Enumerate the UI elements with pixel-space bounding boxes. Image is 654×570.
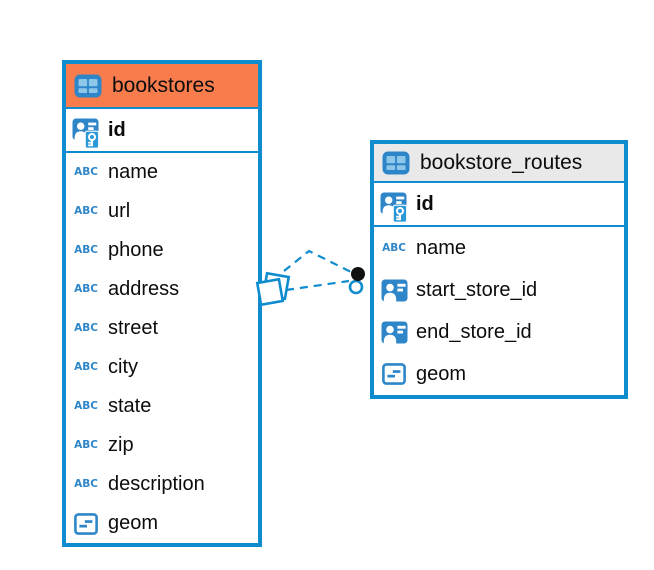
column-name: geom — [108, 512, 159, 534]
column-row[interactable]: ABC name — [66, 153, 258, 192]
text-type-icon: ABC — [74, 166, 98, 179]
column-name: name — [416, 236, 467, 259]
column-name: zip — [108, 434, 134, 456]
column-row[interactable]: id — [66, 109, 258, 153]
text-type-icon: ABC — [382, 241, 406, 254]
table-icon — [380, 151, 412, 175]
column-row[interactable]: ABC city — [66, 348, 258, 387]
target-circle-handle[interactable] — [348, 279, 364, 295]
column-name: start_store_id — [416, 278, 538, 301]
column-name: city — [108, 356, 138, 378]
column-name: id — [108, 118, 126, 141]
table-title: bookstores — [112, 73, 215, 97]
column-name: state — [108, 395, 152, 417]
text-type-icon: ABC — [74, 361, 98, 374]
table-bookstores-header[interactable]: bookstores — [66, 64, 258, 109]
text-type-icon: ABC — [74, 439, 98, 452]
table-icon — [72, 74, 104, 98]
column-name: street — [108, 317, 159, 339]
column-row[interactable]: ABC zip — [66, 426, 258, 465]
column-row[interactable]: ABC name — [374, 227, 624, 269]
column-row[interactable]: id — [374, 183, 624, 227]
text-type-icon: ABC — [74, 244, 98, 257]
text-type-icon: ABC — [74, 478, 98, 491]
relationship-line-lower — [285, 279, 350, 292]
table-bookstores[interactable]: bookstores id ABC — [62, 60, 262, 547]
table-bookstore-routes[interactable]: bookstore_routes id ABC — [370, 140, 628, 399]
text-type-icon: ABC — [74, 400, 98, 413]
primary-key-icon — [70, 111, 102, 149]
text-type-icon: ABC — [74, 205, 98, 218]
column-row[interactable]: ABC phone — [66, 231, 258, 270]
column-row[interactable]: ABC url — [66, 192, 258, 231]
relationship-target-handle[interactable] — [348, 267, 365, 295]
relationship-line-upper — [283, 249, 352, 273]
column-row[interactable]: geom — [66, 504, 258, 543]
column-row[interactable]: ABC street — [66, 309, 258, 348]
column-name: id — [416, 192, 434, 215]
table-title: bookstore_routes — [420, 150, 583, 174]
column-name: url — [108, 200, 131, 222]
column-row[interactable]: ABC address — [66, 270, 258, 309]
text-type-icon: ABC — [74, 322, 98, 335]
column-name: geom — [416, 362, 467, 385]
column-name: end_store_id — [416, 320, 532, 343]
relationship-source-handle[interactable] — [255, 271, 291, 307]
geometry-type-icon — [378, 363, 410, 385]
reference-id-icon — [378, 279, 410, 302]
geometry-type-icon — [70, 512, 102, 535]
primary-key-icon — [378, 185, 410, 223]
reference-id-icon — [378, 321, 410, 344]
column-name: name — [108, 161, 159, 183]
table-bookstore-routes-header[interactable]: bookstore_routes — [374, 144, 624, 183]
column-name: description — [108, 473, 205, 495]
column-row[interactable]: end_store_id — [374, 311, 624, 353]
text-type-icon: ABC — [74, 283, 98, 296]
target-dot-handle[interactable] — [351, 267, 365, 281]
column-row[interactable]: start_store_id — [374, 269, 624, 311]
column-row[interactable]: ABC state — [66, 387, 258, 426]
column-name: address — [108, 278, 180, 300]
column-row[interactable]: ABC description — [66, 465, 258, 504]
column-row[interactable]: geom — [374, 353, 624, 395]
column-name: phone — [108, 239, 164, 261]
